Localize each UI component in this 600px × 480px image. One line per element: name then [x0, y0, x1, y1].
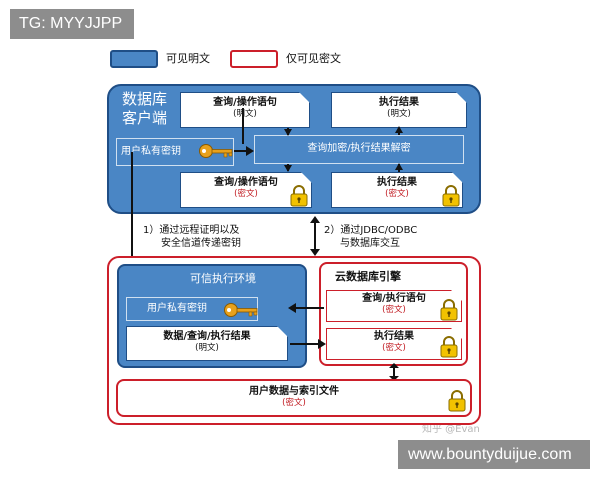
legend-ciphertext-swatch: [230, 50, 278, 68]
storage-box: 用户数据与索引文件 (密文): [116, 379, 472, 417]
storage-sub: (密文): [282, 398, 306, 408]
arrow-up-icon: [395, 126, 403, 133]
lock-icon: [440, 336, 458, 358]
arrow-right-icon: [246, 146, 254, 156]
cloud-query-cipher-sub: (密文): [382, 305, 406, 315]
arrow-up-icon: [395, 163, 403, 170]
client-private-key-box: 用户私有密钥: [116, 138, 234, 166]
arrow-down-icon: [284, 165, 292, 172]
connector-line: [292, 307, 324, 309]
channel-note-left: 1）通过远程证明以及 安全信道传递密钥: [143, 225, 241, 249]
query-plain-sub: (明文): [233, 109, 257, 119]
connector-line: [290, 343, 320, 345]
cloud-result-cipher-title: 执行结果: [374, 331, 414, 342]
tee-data-sub: (明文): [195, 343, 219, 353]
legend-ciphertext-label: 仅可见密文: [286, 52, 341, 65]
cloud-query-cipher-box: 查询/执行语句 (密文): [326, 290, 462, 322]
query-cipher-box: 查询/操作语句 (密文): [180, 172, 312, 208]
watermark-zhihu: 知乎 @Evan: [422, 424, 480, 435]
storage-title: 用户数据与索引文件: [249, 386, 339, 397]
key-icon: [199, 144, 233, 158]
cloud-query-cipher-title: 查询/执行语句: [362, 293, 426, 304]
client-private-key-label: 用户私有密钥: [121, 146, 181, 157]
query-cipher-title: 查询/操作语句: [214, 177, 278, 188]
arrow-left-icon: [288, 303, 296, 313]
lock-icon: [442, 185, 460, 207]
encrypt-decrypt-label: 查询加密/执行结果解密: [307, 143, 411, 154]
connector-line: [242, 108, 244, 144]
result-plain-title: 执行结果: [379, 97, 419, 108]
tee-data-title: 数据/查询/执行结果: [163, 331, 251, 342]
lock-icon: [290, 185, 308, 207]
query-plain-box: 查询/操作语句 (明文): [180, 92, 310, 128]
tee-private-key-label: 用户私有密钥: [147, 303, 207, 314]
legend-plaintext-swatch: [110, 50, 158, 68]
watermark-bottom-right: www.bountyduijue.com: [398, 440, 590, 469]
result-plain-box: 执行结果 (明文): [331, 92, 467, 128]
tee-data-box: 数据/查询/执行结果 (明文): [126, 326, 288, 361]
key-transfer-line: [131, 152, 133, 300]
lock-icon: [448, 390, 466, 412]
watermark-top-left: TG: MYYJJPP: [10, 9, 134, 39]
result-cipher-title: 执行结果: [377, 177, 417, 188]
key-icon: [224, 303, 258, 317]
query-plain-title: 查询/操作语句: [213, 97, 277, 108]
connector-line: [242, 150, 248, 152]
double-arrow-icon: [389, 363, 399, 381]
tee-title: 可信执行环境: [190, 272, 256, 285]
connector-line: [234, 150, 244, 152]
query-cipher-sub: (密文): [234, 189, 258, 199]
result-cipher-sub: (密文): [385, 189, 409, 199]
cloud-result-cipher-box: 执行结果 (密文): [326, 328, 462, 360]
lock-icon: [440, 299, 458, 321]
double-arrow-icon: [310, 216, 320, 256]
client-title: 数据库 客户端: [122, 90, 168, 127]
legend-plaintext-label: 可见明文: [166, 52, 210, 65]
channel-note-right: 2）通过JDBC/ODBC 与数据库交互: [324, 225, 418, 249]
cloud-engine-title: 云数据库引擎: [335, 270, 401, 283]
result-plain-sub: (明文): [387, 109, 411, 119]
arrow-right-icon: [318, 339, 326, 349]
encrypt-decrypt-box: 查询加密/执行结果解密: [254, 135, 464, 164]
cloud-result-cipher-sub: (密文): [382, 343, 406, 353]
arrow-down-icon: [284, 129, 292, 136]
result-cipher-box: 执行结果 (密文): [331, 172, 463, 208]
